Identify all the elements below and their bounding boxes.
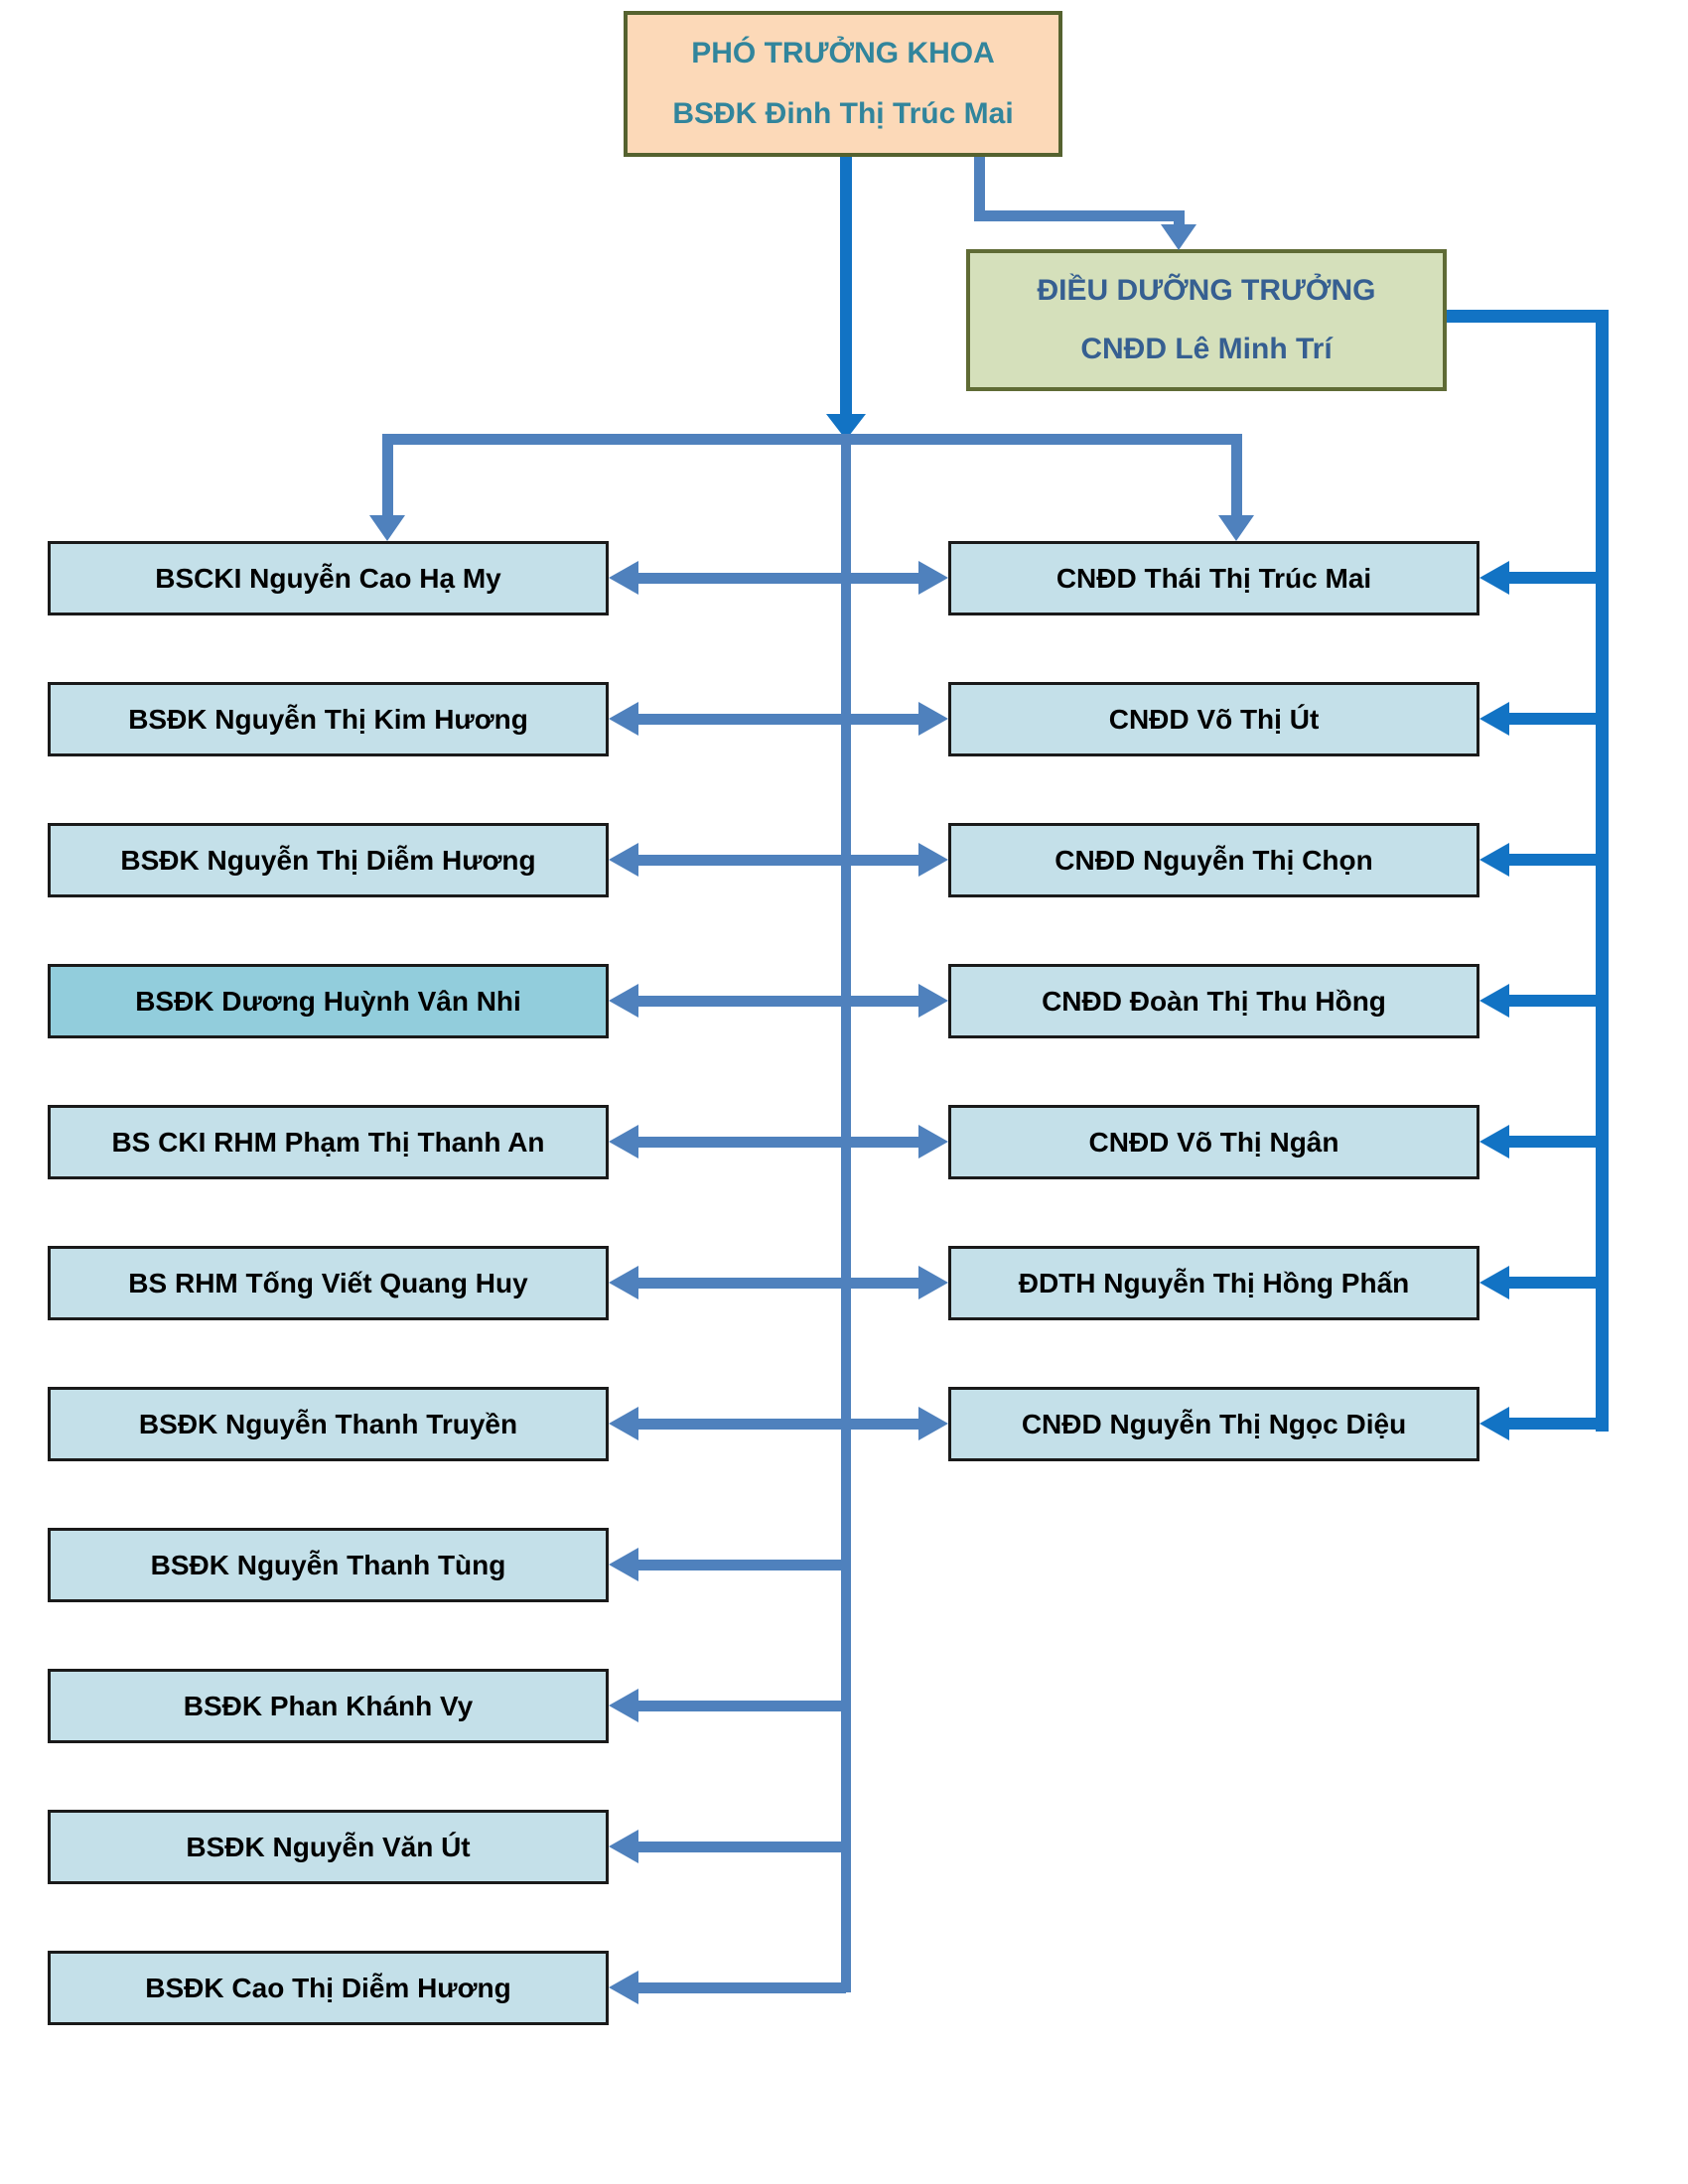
arrow-right-icon — [918, 561, 948, 595]
rail-stub-line — [1506, 1418, 1609, 1430]
row-line — [631, 1560, 846, 1570]
doctor-box: BSĐK Dương Huỳnh Vân Nhi — [48, 964, 609, 1038]
arrow-left-icon — [609, 1125, 638, 1159]
arrow-right-icon — [918, 1125, 948, 1159]
head-nurse-name: CNĐD Lê Minh Trí — [1080, 333, 1333, 366]
row-line — [631, 1842, 846, 1852]
rail-stub-line — [1506, 713, 1609, 725]
arrow-left-icon — [1479, 843, 1509, 877]
doctor-label: BSĐK Nguyễn Thanh Truyền — [138, 1408, 518, 1439]
arrow-right-icon — [918, 702, 948, 736]
spine-top-line — [840, 157, 852, 415]
doctor-label: BSCKI Nguyễn Cao Hạ My — [155, 562, 501, 594]
root-to-headnurse-line — [974, 210, 1185, 221]
nurse-box: CNĐD Nguyễn Thị Ngọc Diệu — [948, 1387, 1479, 1461]
arrow-left-icon — [609, 1971, 638, 2004]
doctor-box: BSĐK Nguyễn Thanh Truyền — [48, 1387, 609, 1461]
rail-stub-line — [1506, 995, 1609, 1007]
doctor-box: BSĐK Phan Khánh Vy — [48, 1669, 609, 1743]
doctor-label: BS CKI RHM Phạm Thị Thanh An — [111, 1126, 545, 1158]
doctor-box: BS CKI RHM Phạm Thị Thanh An — [48, 1105, 609, 1179]
arrow-right-icon — [918, 1266, 948, 1299]
arrow-left-icon — [1479, 702, 1509, 736]
arrow-right-icon — [918, 1407, 948, 1440]
rail-top-line — [1447, 310, 1609, 323]
rail-stub-line — [1506, 854, 1609, 866]
branch-right-stub — [1231, 434, 1242, 517]
arrow-left-icon — [609, 984, 638, 1018]
row-line — [631, 855, 918, 866]
arrow-left-icon — [609, 1830, 638, 1863]
row-line — [631, 1137, 918, 1148]
arrow-left-icon — [1479, 1407, 1509, 1440]
row-line — [631, 996, 918, 1007]
arrow-down-icon — [1218, 515, 1254, 541]
nurse-box: CNĐD Võ Thị Ngân — [948, 1105, 1479, 1179]
doctor-box: BSCKI Nguyễn Cao Hạ My — [48, 541, 609, 615]
arrow-right-icon — [918, 984, 948, 1018]
nurse-label: CNĐD Nguyễn Thị Chọn — [1055, 844, 1373, 876]
deputy-head-title: PHÓ TRƯỞNG KHOA — [691, 36, 995, 69]
doctor-label: BSĐK Nguyễn Thị Kim Hương — [128, 703, 528, 735]
arrow-left-icon — [609, 1689, 638, 1722]
root-to-headnurse-stub — [974, 157, 985, 216]
rail-stub-line — [1506, 1277, 1609, 1289]
head-nurse-title: ĐIỀU DƯỠNG TRƯỞNG — [1037, 273, 1376, 307]
doctor-box: BSĐK Nguyễn Thanh Tùng — [48, 1528, 609, 1602]
arrow-left-icon — [1479, 561, 1509, 595]
doctor-box: BS RHM Tống Viết Quang Huy — [48, 1246, 609, 1320]
arrow-down-icon — [1161, 224, 1196, 250]
rail-stub-line — [1506, 572, 1609, 584]
nurse-box: CNĐD Đoàn Thị Thu Hồng — [948, 964, 1479, 1038]
doctor-box: BSĐK Nguyễn Văn Út — [48, 1810, 609, 1884]
arrow-right-icon — [918, 843, 948, 877]
rail-stub-line — [1506, 1136, 1609, 1148]
row-line — [631, 714, 918, 725]
arrow-left-icon — [609, 1548, 638, 1581]
nurse-label: CNĐD Đoàn Thị Thu Hồng — [1042, 985, 1386, 1017]
arrow-down-icon — [369, 515, 405, 541]
root-to-headnurse-stub2 — [1174, 210, 1185, 228]
rail-vertical-line — [1596, 310, 1609, 1432]
head-nurse-box: ĐIỀU DƯỠNG TRƯỞNG CNĐD Lê Minh Trí — [966, 249, 1447, 391]
row-line — [631, 1278, 918, 1289]
nurse-box: CNĐD Nguyễn Thị Chọn — [948, 823, 1479, 897]
nurse-label: CNĐD Võ Thị Út — [1108, 703, 1320, 735]
doctor-box: BSĐK Nguyễn Thị Diễm Hương — [48, 823, 609, 897]
doctor-box: BSĐK Nguyễn Thị Kim Hương — [48, 682, 609, 756]
nurse-box: CNĐD Thái Thị Trúc Mai — [948, 541, 1479, 615]
arrow-left-icon — [1479, 1266, 1509, 1299]
row-line — [631, 1701, 846, 1711]
branch-left-stub — [382, 434, 393, 517]
arrow-left-icon — [609, 843, 638, 877]
deputy-head-name: BSĐK Đinh Thị Trúc Mai — [672, 97, 1014, 131]
arrow-left-icon — [1479, 1125, 1509, 1159]
doctor-label: BSĐK Nguyễn Thị Diễm Hương — [120, 844, 536, 876]
arrow-left-icon — [1479, 984, 1509, 1018]
doctor-box: BSĐK Cao Thị Diễm Hương — [48, 1951, 609, 2025]
doctor-label: BS RHM Tống Viết Quang Huy — [128, 1267, 528, 1298]
doctor-label: BSĐK Nguyễn Văn Út — [186, 1831, 471, 1862]
doctor-label: BSĐK Nguyễn Thanh Tùng — [150, 1549, 506, 1580]
nurse-label: ĐDTH Nguyễn Thị Hồng Phấn — [1018, 1267, 1410, 1298]
branch-bar — [382, 434, 1242, 445]
spine-main-line — [841, 440, 851, 1992]
nurse-box: ĐDTH Nguyễn Thị Hồng Phấn — [948, 1246, 1479, 1320]
arrow-left-icon — [609, 561, 638, 595]
doctor-label: BSĐK Phan Khánh Vy — [183, 1690, 474, 1721]
nurse-label: CNĐD Thái Thị Trúc Mai — [1055, 562, 1372, 594]
nurse-label: CNĐD Võ Thị Ngân — [1088, 1126, 1339, 1158]
arrow-left-icon — [609, 1266, 638, 1299]
doctor-label: BSĐK Cao Thị Diễm Hương — [145, 1972, 511, 2003]
doctor-label: BSĐK Dương Huỳnh Vân Nhi — [135, 985, 521, 1017]
nurse-box: CNĐD Võ Thị Út — [948, 682, 1479, 756]
row-line — [631, 573, 918, 584]
row-line — [631, 1419, 918, 1430]
deputy-head-box: PHÓ TRƯỞNG KHOA BSĐK Đinh Thị Trúc Mai — [624, 11, 1062, 157]
row-line — [631, 1982, 846, 1993]
nurse-label: CNĐD Nguyễn Thị Ngọc Diệu — [1021, 1408, 1407, 1439]
arrow-left-icon — [609, 702, 638, 736]
arrow-left-icon — [609, 1407, 638, 1440]
